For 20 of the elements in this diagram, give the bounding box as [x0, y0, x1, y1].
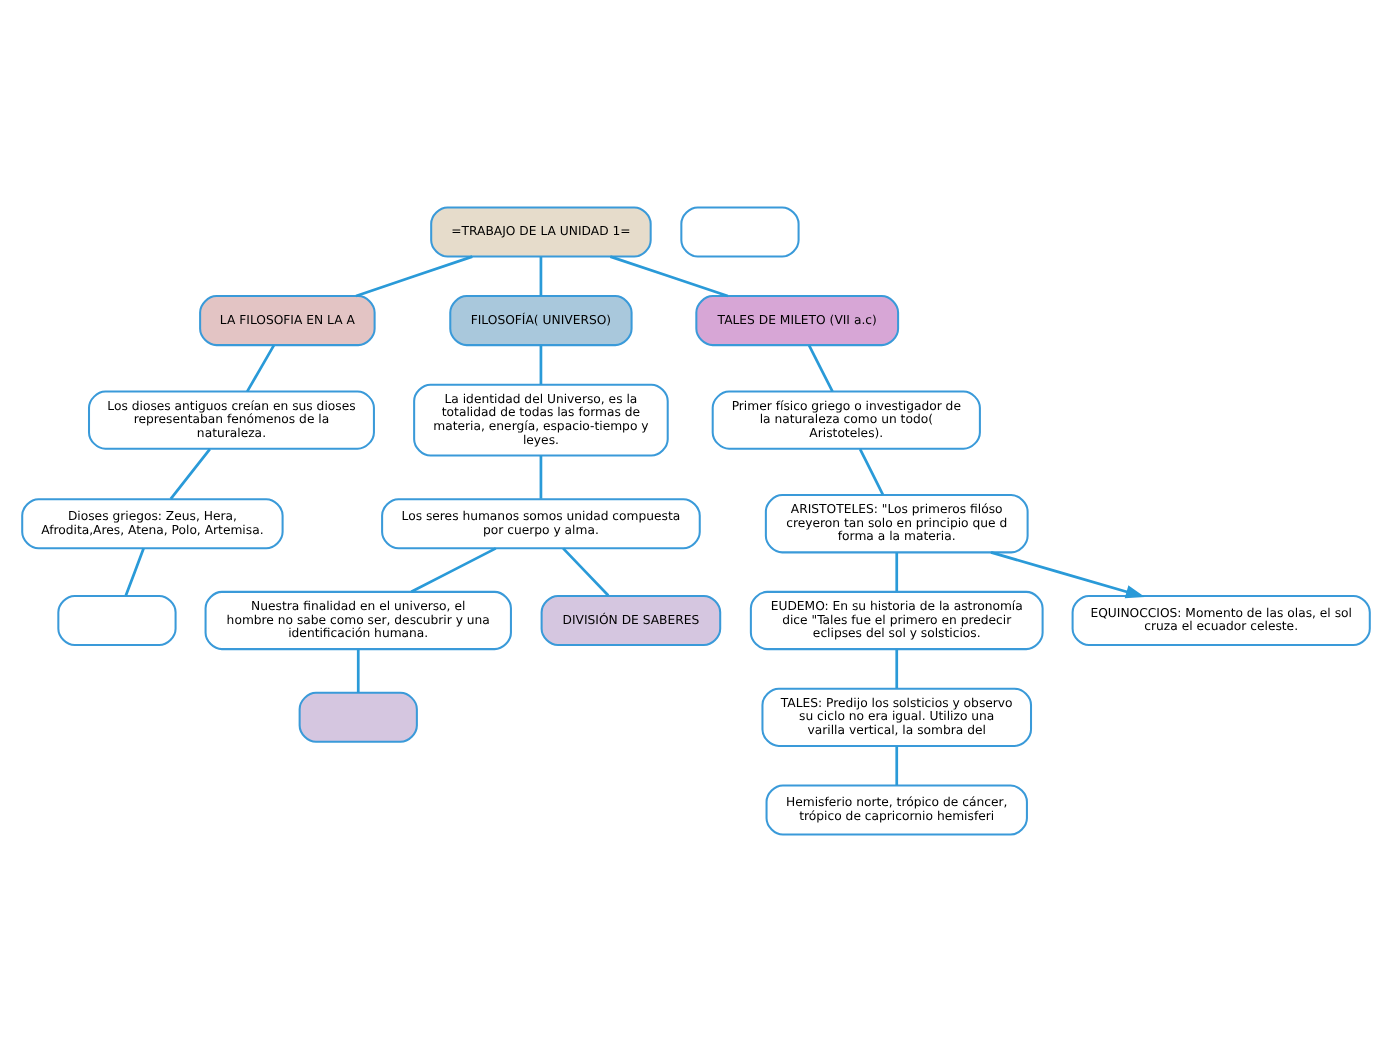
connector — [895, 551, 899, 591]
connector — [169, 447, 211, 499]
connector — [356, 648, 360, 692]
node-box — [298, 690, 418, 742]
connector — [807, 343, 834, 392]
connector — [410, 546, 497, 593]
connector — [895, 648, 899, 688]
connector — [858, 447, 885, 495]
connector — [539, 344, 543, 384]
connector — [895, 745, 899, 784]
connector — [246, 343, 276, 392]
connector — [539, 255, 543, 295]
connector — [609, 254, 729, 297]
node-box — [57, 593, 177, 646]
connector — [124, 546, 145, 595]
arrow — [990, 550, 1145, 598]
connector — [355, 254, 473, 297]
connector — [539, 454, 543, 498]
connector — [562, 546, 610, 596]
node-box — [680, 205, 800, 257]
